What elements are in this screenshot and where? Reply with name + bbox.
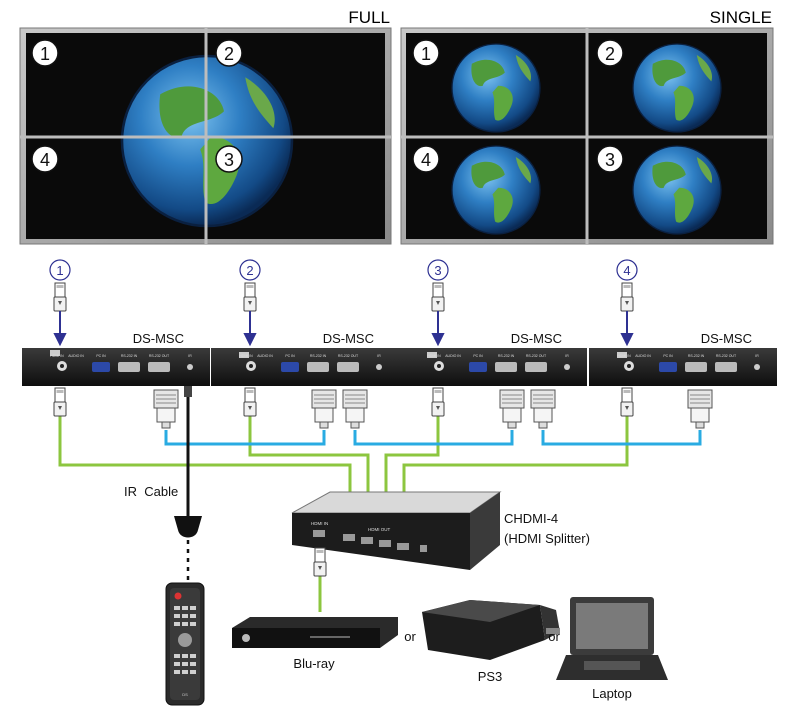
output-number: 4 bbox=[623, 263, 630, 278]
receiver-name: DS-MSC bbox=[701, 331, 752, 346]
screen-number: 4 bbox=[40, 150, 50, 170]
full-screen-numbers bbox=[31, 39, 243, 173]
svg-text:IR: IR bbox=[565, 354, 569, 358]
or-label: or bbox=[404, 629, 416, 644]
svg-text:HDMI IN: HDMI IN bbox=[617, 354, 631, 358]
svg-text:HDMI IN: HDMI IN bbox=[427, 354, 441, 358]
svg-text:RS-232 OUT: RS-232 OUT bbox=[338, 354, 359, 358]
svg-text:RS-232 OUT: RS-232 OUT bbox=[149, 354, 170, 358]
ps3-label: PS3 bbox=[478, 669, 503, 684]
output-number-labels: 1 2 3 4 bbox=[56, 263, 630, 278]
splitter-input-plug bbox=[313, 547, 327, 577]
receivers bbox=[22, 348, 777, 386]
ir-cable-label: IR Cable bbox=[124, 484, 178, 499]
svg-text:HDMI IN: HDMI IN bbox=[50, 354, 64, 358]
bluray-player bbox=[232, 617, 398, 648]
screen-number: 3 bbox=[605, 150, 615, 170]
receiver-connectors bbox=[53, 387, 713, 429]
input-arrows bbox=[53, 282, 634, 347]
laptop-computer bbox=[556, 597, 668, 680]
receiver-name: DS-MSC bbox=[133, 331, 184, 346]
output-number: 2 bbox=[246, 263, 253, 278]
screen-number: 1 bbox=[421, 44, 431, 64]
svg-text:AUDIO IN: AUDIO IN bbox=[445, 354, 461, 358]
ir-cable-line bbox=[174, 373, 202, 580]
svg-text:RS-232 OUT: RS-232 OUT bbox=[526, 354, 547, 358]
svg-text:PC IN: PC IN bbox=[663, 354, 673, 358]
single-earth-image bbox=[451, 43, 541, 133]
svg-text:IR: IR bbox=[755, 354, 759, 358]
svg-text:RS-232 IN: RS-232 IN bbox=[121, 354, 138, 358]
svg-text:PC IN: PC IN bbox=[285, 354, 295, 358]
single-earth-image bbox=[632, 145, 722, 235]
receiver-name: DS-MSC bbox=[511, 331, 562, 346]
full-mode-label: FULL bbox=[348, 8, 390, 27]
svg-text:IR: IR bbox=[377, 354, 381, 358]
single-screen-numbers bbox=[412, 39, 624, 173]
remote-brand: DS bbox=[182, 692, 188, 697]
receiver-name: DS-MSC bbox=[323, 331, 374, 346]
splitter-subtitle: (HDMI Splitter) bbox=[504, 531, 590, 546]
receiver-labels: DS-MSC DS-MSC DS-MSC DS-MSC bbox=[133, 331, 752, 346]
output-number: 1 bbox=[56, 263, 63, 278]
screen-number: 3 bbox=[224, 150, 234, 170]
svg-text:HDMI OUT: HDMI OUT bbox=[368, 527, 390, 532]
svg-text:PC IN: PC IN bbox=[473, 354, 483, 358]
svg-text:AUDIO IN: AUDIO IN bbox=[68, 354, 84, 358]
svg-text:AUDIO IN: AUDIO IN bbox=[635, 354, 651, 358]
screen-number: 2 bbox=[224, 44, 234, 64]
remote-control bbox=[165, 582, 205, 706]
svg-text:AUDIO IN: AUDIO IN bbox=[257, 354, 273, 358]
or-label: or bbox=[548, 629, 560, 644]
full-video-wall bbox=[19, 27, 392, 245]
svg-text:RS-232 IN: RS-232 IN bbox=[310, 354, 327, 358]
svg-text:PC IN: PC IN bbox=[96, 354, 106, 358]
splitter-port-labels: HDMI IN HDMI OUT bbox=[311, 521, 390, 532]
hdmi-splitter bbox=[291, 491, 502, 570]
laptop-label: Laptop bbox=[592, 686, 632, 701]
wall-number-labels: 1 2 4 3 1 2 4 3 bbox=[40, 44, 615, 170]
svg-text:RS-232 OUT: RS-232 OUT bbox=[716, 354, 737, 358]
svg-text:RS-232 IN: RS-232 IN bbox=[498, 354, 515, 358]
svg-text:RS-232 IN: RS-232 IN bbox=[688, 354, 705, 358]
screen-number: 1 bbox=[40, 44, 50, 64]
svg-text:IR: IR bbox=[188, 354, 192, 358]
output-number: 3 bbox=[434, 263, 441, 278]
single-mode-label: SINGLE bbox=[710, 8, 772, 27]
ps3-console bbox=[422, 600, 560, 660]
screen-number: 2 bbox=[605, 44, 615, 64]
svg-text:HDMI IN: HDMI IN bbox=[239, 354, 253, 358]
single-earth-image bbox=[451, 145, 541, 235]
splitter-name: CHDMI-4 bbox=[504, 511, 558, 526]
bluray-label: Blu-ray bbox=[293, 656, 335, 671]
single-earth-image bbox=[632, 43, 722, 133]
rs232-cables bbox=[164, 430, 702, 446]
output-number-circles bbox=[49, 259, 638, 281]
screen-number: 4 bbox=[421, 150, 431, 170]
receiver-port-labels: HDMI IN AUDIO IN PC IN RS-232 IN RS-232 … bbox=[50, 354, 759, 358]
single-video-wall bbox=[400, 27, 774, 245]
svg-text:HDMI IN: HDMI IN bbox=[311, 521, 328, 526]
